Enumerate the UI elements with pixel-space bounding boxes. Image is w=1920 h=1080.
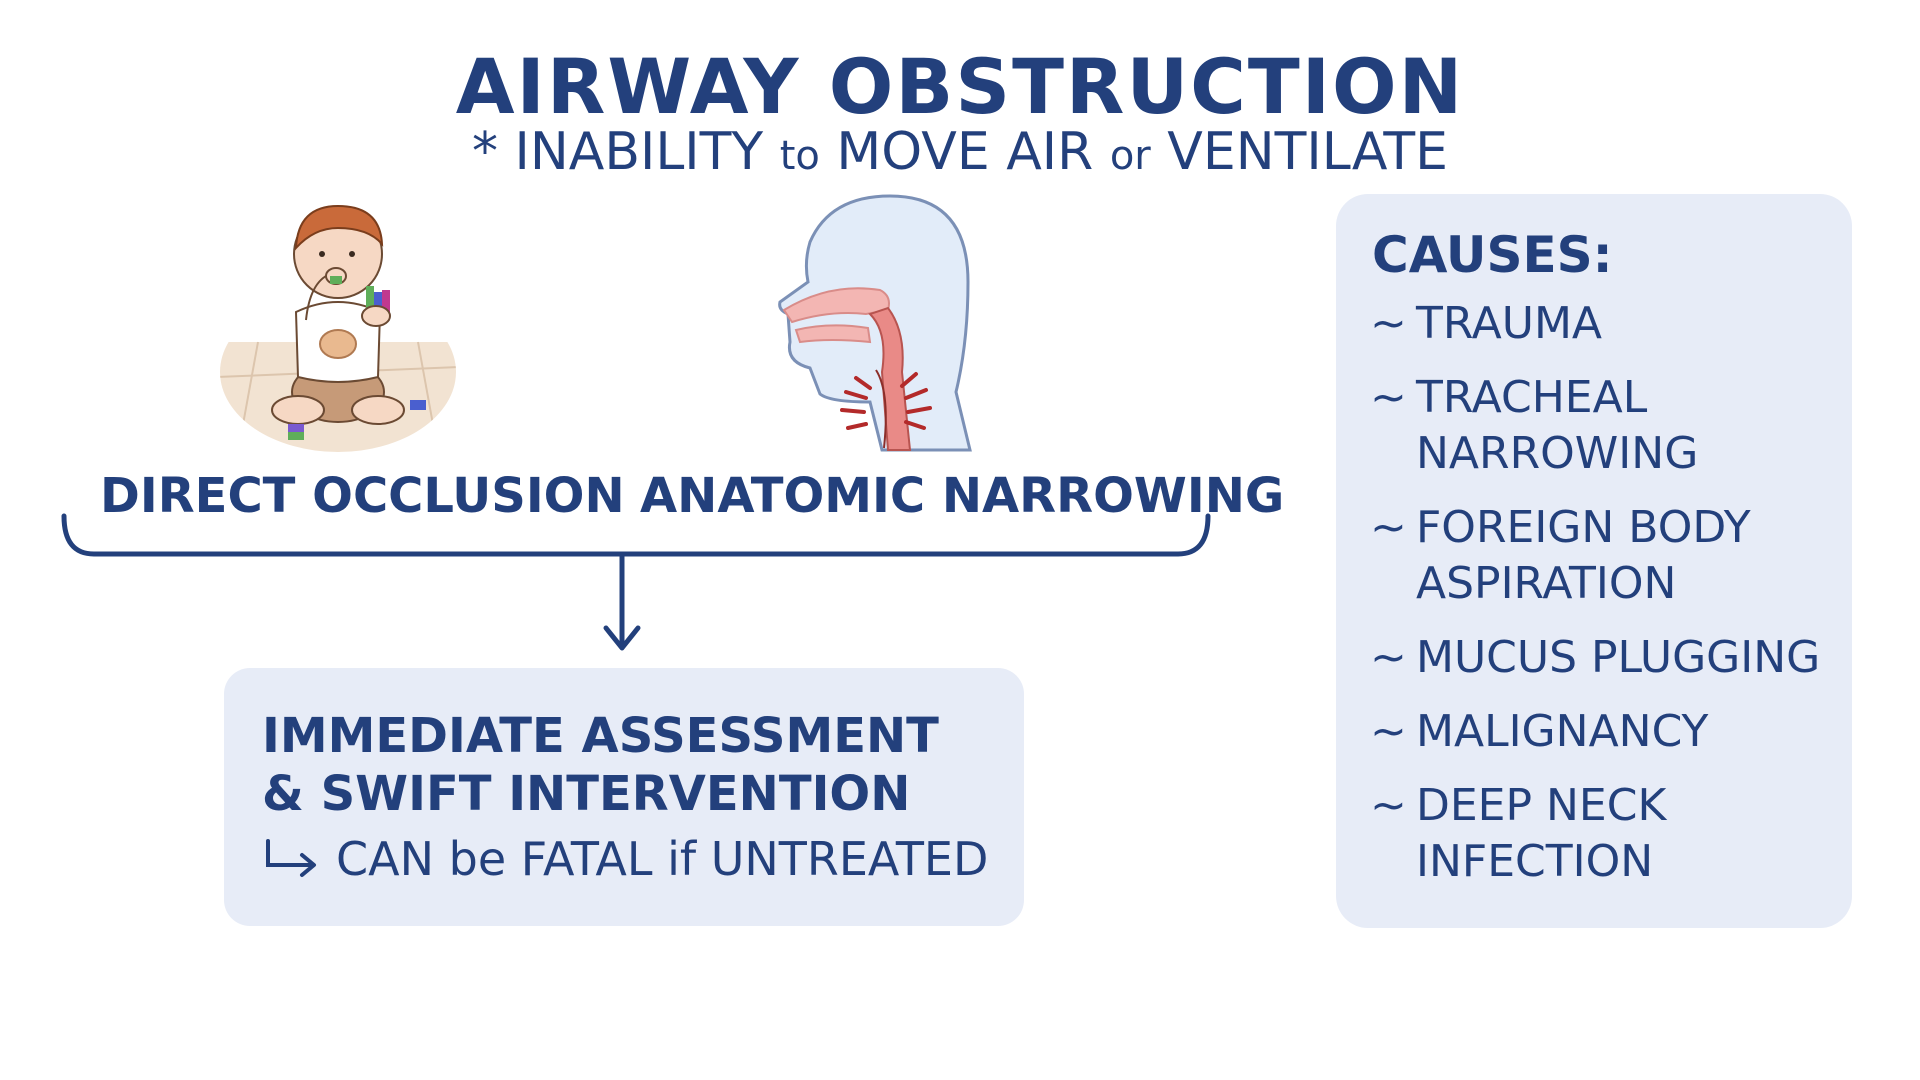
tilde-bullet: ~	[1370, 372, 1407, 423]
cause-item: ~ TRAUMA	[1370, 296, 1840, 352]
baby-choking-icon	[220, 204, 456, 452]
label-anatomic-narrowing: ANATOMIC NARROWING	[640, 468, 1285, 524]
causes-heading: CAUSES:	[1372, 226, 1613, 284]
cause-text-cont: NARROWING	[1416, 428, 1699, 479]
cause-text: TRACHEAL	[1416, 372, 1648, 423]
subtitle-part2: MOVE AIR	[836, 122, 1094, 182]
subtitle-or: or	[1109, 133, 1151, 179]
tilde-bullet: ~	[1370, 298, 1407, 349]
causes-list: ~ TRAUMA ~ TRACHEAL NARROWING ~ FOREIGN …	[1370, 296, 1840, 908]
subtitle-part1: INABILITY	[514, 122, 764, 182]
cause-text: MUCUS PLUGGING	[1416, 632, 1821, 683]
airway-narrowing-icon	[778, 194, 972, 452]
causes-panel: CAUSES: ~ TRAUMA ~ TRACHEAL NARROWING ~ …	[1336, 194, 1852, 928]
cause-text: FOREIGN BODY	[1416, 502, 1751, 553]
definition-subtitle: * INABILITY to MOVE AIR or VENTILATE	[0, 122, 1920, 182]
cause-item: ~ TRACHEAL NARROWING	[1370, 370, 1840, 482]
subtitle-to: to	[779, 133, 820, 179]
outcome-line2: & SWIFT INTERVENTION	[262, 766, 911, 822]
cause-item: ~ MUCUS PLUGGING	[1370, 630, 1840, 686]
return-arrow-icon	[266, 839, 316, 877]
cause-item: ~ MALIGNANCY	[1370, 704, 1840, 760]
asterisk-marker: *	[471, 122, 498, 182]
cause-text: TRAUMA	[1416, 298, 1603, 349]
page-title: AIRWAY OBSTRUCTION	[455, 42, 1465, 131]
cause-item: ~ DEEP NECK INFECTION	[1370, 778, 1840, 890]
outcome-line1: IMMEDIATE ASSESSMENT	[262, 708, 939, 764]
tilde-bullet: ~	[1370, 780, 1407, 831]
label-direct-occlusion: DIRECT OCCLUSION	[100, 468, 625, 524]
tilde-bullet: ~	[1370, 632, 1407, 683]
outcome-note: CAN be FATAL if UNTREATED	[262, 832, 988, 886]
grouping-bracket	[61, 513, 1211, 651]
tilde-bullet: ~	[1370, 502, 1407, 553]
outcome-note-text: CAN be FATAL if UNTREATED	[336, 832, 989, 886]
cause-text: MALIGNANCY	[1416, 706, 1709, 757]
cause-text: DEEP NECK	[1416, 780, 1667, 831]
tilde-bullet: ~	[1370, 706, 1407, 757]
cause-item: ~ FOREIGN BODY ASPIRATION	[1370, 500, 1840, 612]
cause-text-cont: ASPIRATION	[1416, 558, 1677, 609]
outcome-box: IMMEDIATE ASSESSMENT & SWIFT INTERVENTIO…	[224, 668, 1024, 926]
cause-text-cont: INFECTION	[1416, 836, 1654, 887]
subtitle-part3: VENTILATE	[1167, 122, 1449, 182]
